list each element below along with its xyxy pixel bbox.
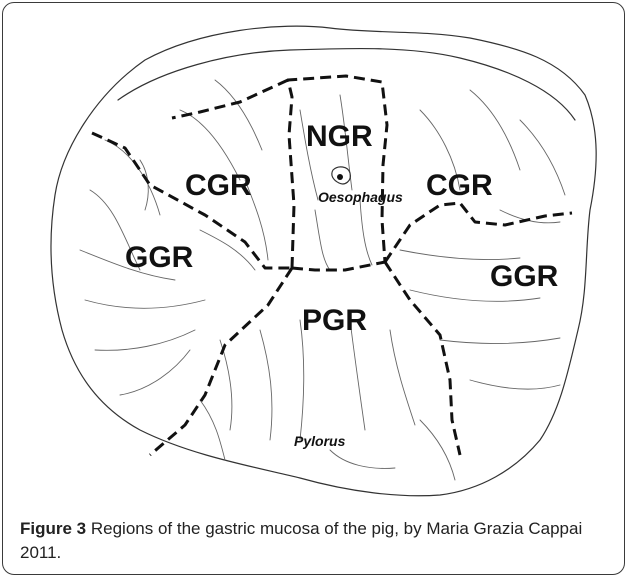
label-ngr: NGR (306, 120, 373, 153)
inner-contour (118, 48, 575, 120)
label-oesophagus: Oesophagus (318, 189, 403, 205)
pgr-right-border (385, 262, 460, 455)
ngr-border (288, 76, 387, 268)
label-pgr: PGR (302, 304, 367, 337)
pgr-left-border (150, 268, 292, 455)
caption-label: Figure 3 (20, 519, 86, 538)
oesophagus-opening (332, 167, 351, 184)
cgr-left-top-border (172, 80, 288, 118)
label-ggr-left: GGR (125, 241, 194, 274)
caption-text: Regions of the gastric mucosa of the pig… (20, 519, 582, 562)
label-cgr-left: CGR (185, 169, 252, 202)
cgr-ggr-right-border (385, 203, 572, 262)
figure-caption: Figure 3 Regions of the gastric mucosa o… (20, 517, 615, 565)
label-ggr-right: GGR (490, 260, 559, 293)
label-pylorus: Pylorus (294, 433, 346, 449)
label-cgr-right: CGR (426, 169, 493, 202)
